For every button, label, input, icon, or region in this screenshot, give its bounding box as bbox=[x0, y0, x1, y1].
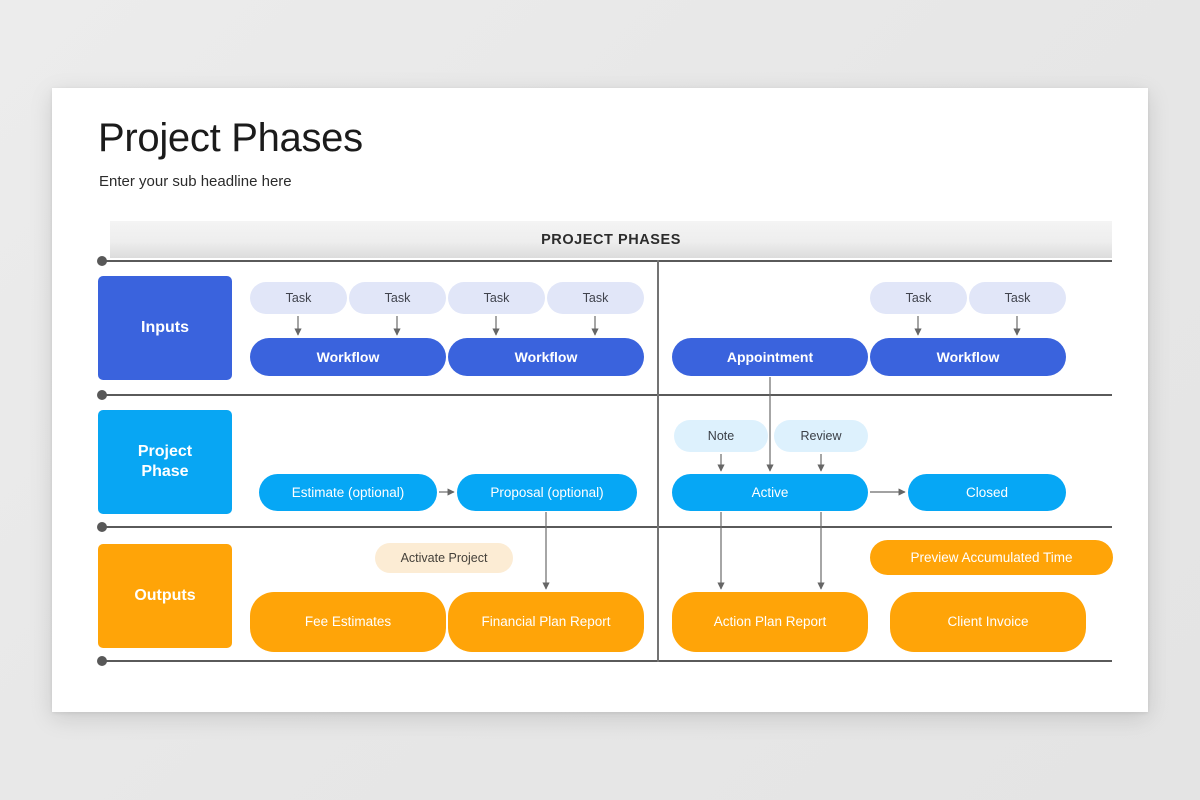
node-proposal[interactable]: Proposal (optional) bbox=[457, 474, 637, 511]
node-task-3-label: Task bbox=[483, 290, 510, 305]
node-financial-plan-report[interactable]: Financial Plan Report bbox=[448, 592, 644, 652]
node-preview-accumulated-time-label: Preview Accumulated Time bbox=[910, 549, 1073, 565]
lane-label-outputs-text: Outputs bbox=[134, 587, 196, 604]
lane-label-inputs-text: Inputs bbox=[141, 319, 189, 336]
node-review-label: Review bbox=[800, 428, 842, 443]
node-workflow-2[interactable]: Workflow bbox=[448, 338, 644, 376]
node-task-4-label: Task bbox=[582, 290, 609, 305]
node-activate-project-label: Activate Project bbox=[400, 550, 488, 565]
node-appointment-label: Appointment bbox=[726, 348, 814, 365]
node-workflow-2-label: Workflow bbox=[514, 348, 578, 365]
column-divider-inputs bbox=[657, 260, 659, 396]
node-task-2-label: Task bbox=[384, 290, 411, 305]
divider-inputs-phase bbox=[97, 390, 1112, 400]
divider-dot bbox=[97, 390, 107, 400]
column-divider-phase bbox=[657, 394, 659, 528]
page-subtitle: Enter your sub headline here bbox=[99, 173, 292, 190]
page-title: Project Phases bbox=[98, 116, 363, 160]
node-client-invoice-label: Client Invoice bbox=[947, 614, 1029, 630]
node-estimate[interactable]: Estimate (optional) bbox=[259, 474, 437, 511]
section-band: PROJECT PHASES bbox=[110, 221, 1112, 258]
lane-label-project-phase: Project Phase bbox=[98, 410, 232, 514]
node-preview-accumulated-time[interactable]: Preview Accumulated Time bbox=[870, 540, 1113, 575]
node-task-6-label: Task bbox=[1004, 290, 1031, 305]
divider-top bbox=[97, 256, 1112, 266]
lane-label-project-phase-text: Project Phase bbox=[137, 443, 193, 480]
node-activate-project[interactable]: Activate Project bbox=[375, 543, 513, 573]
node-note[interactable]: Note bbox=[674, 420, 768, 452]
lane-label-inputs: Inputs bbox=[98, 276, 232, 380]
divider-dot bbox=[97, 256, 107, 266]
node-task-2[interactable]: Task bbox=[349, 282, 446, 314]
node-fee-estimates-label: Fee Estimates bbox=[304, 614, 392, 630]
node-appointment[interactable]: Appointment bbox=[672, 338, 868, 376]
node-workflow-3-label: Workflow bbox=[936, 348, 1000, 365]
node-closed[interactable]: Closed bbox=[908, 474, 1066, 511]
node-action-plan-report-label: Action Plan Report bbox=[713, 614, 827, 630]
node-task-5[interactable]: Task bbox=[870, 282, 967, 314]
divider-bottom bbox=[97, 656, 1112, 666]
column-divider-outputs bbox=[657, 526, 659, 662]
section-band-label: PROJECT PHASES bbox=[541, 231, 681, 248]
node-task-3[interactable]: Task bbox=[448, 282, 545, 314]
project-phases-diagram: Inputs Project Phase Outputs Task Task T… bbox=[52, 88, 1148, 712]
node-task-5-label: Task bbox=[905, 290, 932, 305]
node-estimate-label: Estimate (optional) bbox=[291, 484, 405, 500]
divider-phase-outputs bbox=[97, 522, 1112, 532]
node-review[interactable]: Review bbox=[774, 420, 868, 452]
node-note-label: Note bbox=[707, 428, 735, 443]
node-financial-plan-report-label: Financial Plan Report bbox=[481, 614, 611, 630]
divider-dot bbox=[97, 656, 107, 666]
node-task-6[interactable]: Task bbox=[969, 282, 1066, 314]
node-action-plan-report[interactable]: Action Plan Report bbox=[672, 592, 868, 652]
divider-dot bbox=[97, 522, 107, 532]
node-task-1[interactable]: Task bbox=[250, 282, 347, 314]
node-active[interactable]: Active bbox=[672, 474, 868, 511]
node-task-4[interactable]: Task bbox=[547, 282, 644, 314]
node-client-invoice[interactable]: Client Invoice bbox=[890, 592, 1086, 652]
slide-card: Project Phases Enter your sub headline h… bbox=[52, 88, 1148, 712]
node-closed-label: Closed bbox=[965, 484, 1009, 500]
node-workflow-1[interactable]: Workflow bbox=[250, 338, 446, 376]
node-workflow-3[interactable]: Workflow bbox=[870, 338, 1066, 376]
node-task-1-label: Task bbox=[285, 290, 312, 305]
node-proposal-label: Proposal (optional) bbox=[490, 484, 604, 500]
node-fee-estimates[interactable]: Fee Estimates bbox=[250, 592, 446, 652]
node-workflow-1-label: Workflow bbox=[316, 348, 380, 365]
node-active-label: Active bbox=[751, 484, 789, 500]
lane-label-outputs: Outputs bbox=[98, 544, 232, 648]
